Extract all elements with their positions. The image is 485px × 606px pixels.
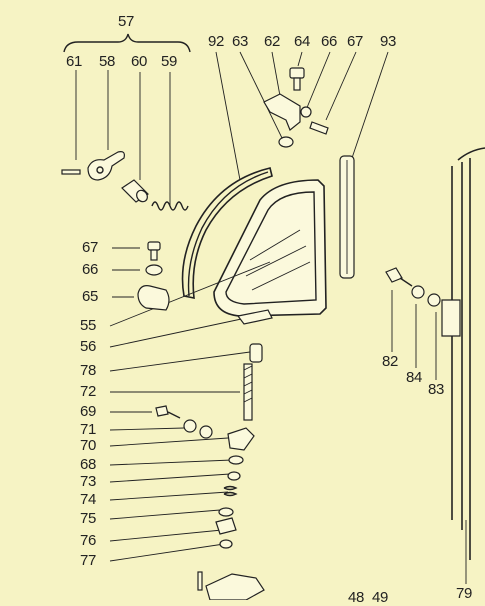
label-48: 48 — [348, 589, 365, 606]
part-84-washer — [411, 285, 425, 299]
label-82: 82 — [382, 353, 399, 370]
label-67-left: 67 — [82, 239, 99, 256]
part-61-pin — [61, 169, 81, 175]
part-59-spring — [151, 201, 189, 211]
part-68-washer — [228, 455, 244, 465]
part-69-screw — [155, 405, 169, 417]
label-78: 78 — [80, 362, 97, 379]
part-72-thread — [243, 365, 253, 403]
leader-66a — [305, 51, 331, 111]
leader-55 — [109, 261, 271, 327]
group-57-bracket — [63, 33, 191, 53]
part-64-screw-shaft — [293, 77, 301, 91]
part-63-washer — [278, 136, 294, 148]
part-58-hole — [96, 166, 104, 174]
label-61: 61 — [66, 53, 83, 70]
part-75-washer — [218, 507, 234, 517]
label-59: 59 — [161, 53, 178, 70]
leader-63a — [239, 51, 283, 139]
leader-78 — [109, 351, 251, 372]
part-55-hatch — [245, 229, 311, 291]
label-72: 72 — [80, 383, 97, 400]
part-74-spring — [223, 485, 238, 497]
door-frame-bracket — [441, 299, 461, 337]
label-92: 92 — [208, 33, 225, 50]
label-66-left: 66 — [82, 261, 99, 278]
label-76: 76 — [80, 532, 97, 549]
label-58: 58 — [99, 53, 116, 70]
part-67-screw-top — [309, 121, 329, 135]
part-58-latch — [87, 151, 125, 181]
part-71-washer-b — [199, 425, 213, 439]
leader-76 — [109, 529, 223, 542]
leader-77 — [109, 543, 225, 562]
part-56-pivot-plate — [236, 309, 273, 325]
label-63-top: 63 — [232, 33, 249, 50]
part-62-bracket — [263, 93, 301, 131]
part-77-washer — [219, 539, 233, 549]
label-64: 64 — [294, 33, 311, 50]
leader-64 — [297, 51, 303, 67]
part-67-screw-shaft — [150, 249, 158, 261]
leader-68 — [109, 459, 233, 466]
label-67-top: 67 — [347, 33, 364, 50]
label-68: 68 — [80, 456, 97, 473]
part-65-bracket — [137, 285, 170, 311]
part-92-seal-inner — [187, 171, 269, 297]
leader-73 — [109, 473, 231, 483]
part-64-screw-head — [289, 67, 305, 79]
part-78-bushing — [249, 343, 263, 363]
leader-62 — [271, 51, 281, 97]
label-57: 57 — [118, 13, 135, 30]
part-69-screw-shaft — [167, 411, 181, 419]
part-73-washer — [227, 471, 241, 481]
part-67-screw — [147, 241, 161, 251]
label-62: 62 — [264, 33, 281, 50]
part-76-clip — [215, 517, 237, 535]
part-66-washer-top — [300, 106, 312, 118]
part-55-vent-glass — [225, 191, 317, 305]
door-frame — [451, 147, 485, 560]
label-70: 70 — [80, 437, 97, 454]
leader-75 — [109, 509, 221, 520]
leader-70 — [109, 437, 229, 447]
label-49: 49 — [372, 589, 389, 606]
leader-92 — [215, 51, 241, 181]
leader-67a — [325, 51, 357, 121]
leader-56 — [109, 317, 247, 348]
leader-74 — [109, 491, 229, 501]
part-70-lever — [227, 427, 255, 451]
leader-93 — [351, 51, 389, 159]
part-60-end — [136, 189, 148, 203]
part-83-washer — [427, 293, 441, 307]
part-66-washer — [145, 264, 163, 276]
label-66-top: 66 — [321, 33, 338, 50]
label-77: 77 — [80, 552, 97, 569]
label-56: 56 — [80, 338, 97, 355]
part-71-washer — [183, 419, 197, 433]
part-92-seal — [181, 167, 273, 299]
label-93: 93 — [380, 33, 397, 50]
part-82-bolt-shaft — [399, 277, 413, 287]
label-69: 69 — [80, 403, 97, 420]
label-60: 60 — [131, 53, 148, 70]
bottom-part-pin — [197, 571, 203, 591]
label-71: 71 — [80, 421, 97, 438]
label-84: 84 — [406, 369, 423, 386]
label-73: 73 — [80, 473, 97, 490]
leader-71 — [109, 427, 185, 431]
bottom-part-hinge — [205, 573, 265, 600]
label-79: 79 — [456, 585, 473, 602]
part-82-bolt — [385, 267, 403, 283]
label-55: 55 — [80, 317, 97, 334]
label-74: 74 — [80, 491, 97, 508]
label-65: 65 — [82, 288, 99, 305]
label-83: 83 — [428, 381, 445, 398]
label-75: 75 — [80, 510, 97, 527]
